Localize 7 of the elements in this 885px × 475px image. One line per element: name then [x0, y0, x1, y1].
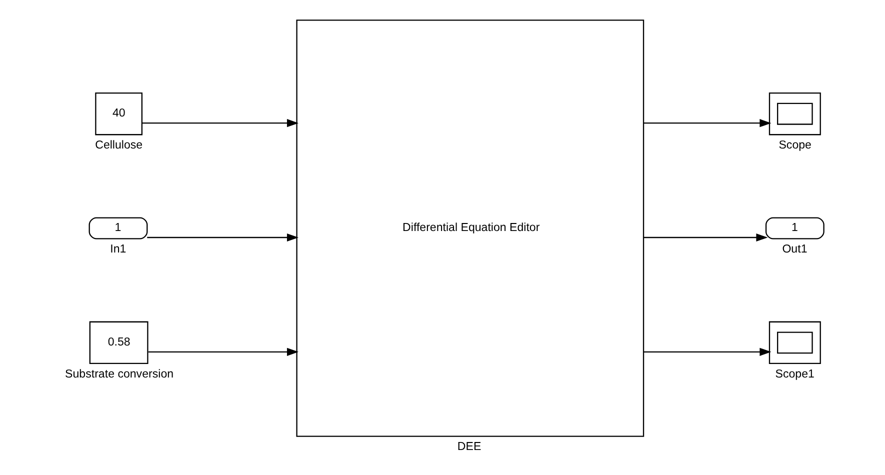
- node-label: Scope1: [774, 368, 814, 380]
- node-label: In1: [110, 244, 126, 256]
- node-label: Cellulose: [94, 140, 142, 152]
- node-label: Scope: [778, 140, 811, 152]
- node-label: Out1: [782, 244, 807, 256]
- node-label: DEE: [456, 441, 481, 454]
- node-label: Substrate conversion: [64, 368, 174, 380]
